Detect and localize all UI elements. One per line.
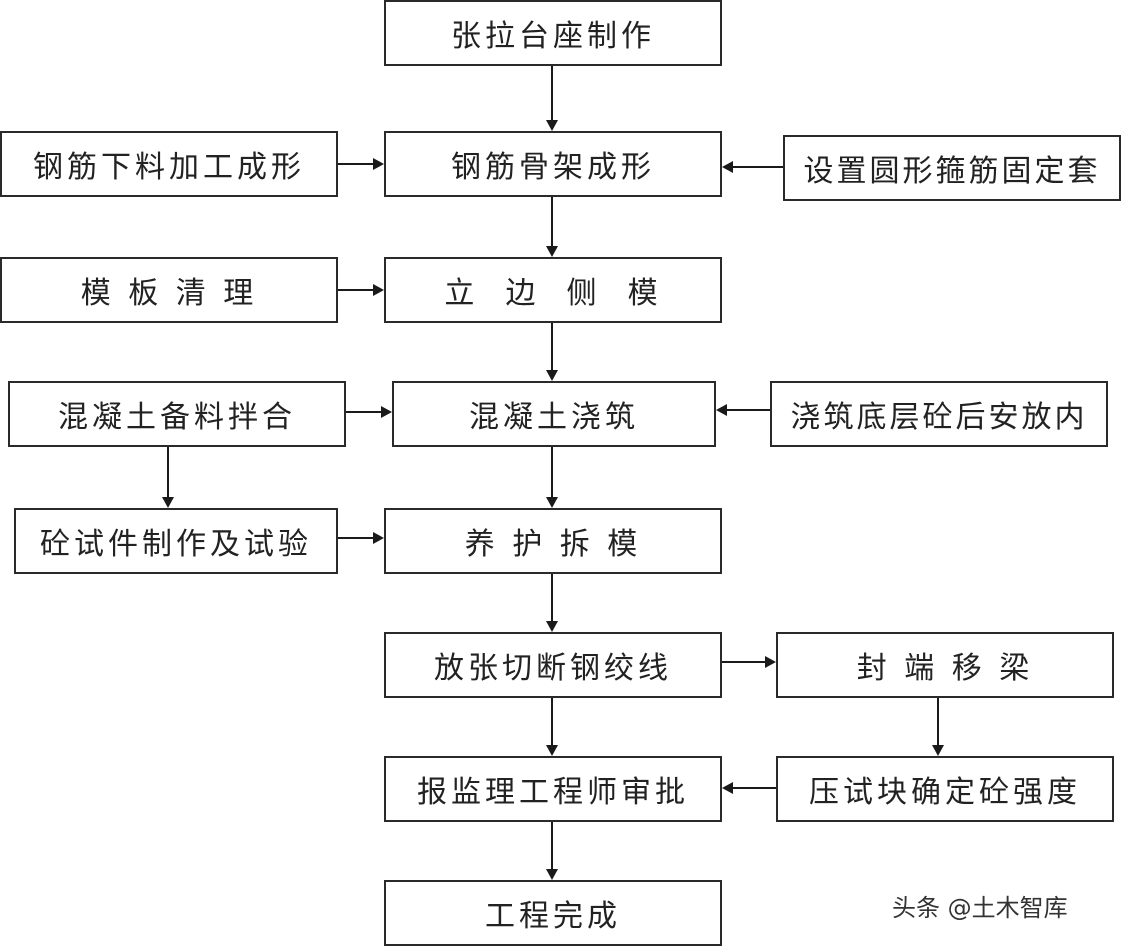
node-seal-move: 封 端 移 梁 [776,632,1114,698]
arrow-hoop-to-cage [722,161,783,173]
arrow-sideform-to-pour [546,323,558,381]
node-strength-test: 压试块确定砼强度 [776,756,1114,822]
arrow-mix-to-specimen [162,447,174,508]
node-concrete-mix: 混凝土备料拌合 [8,381,346,447]
arrow-seal-to-strength [932,698,944,756]
arrow-strength-to-supervisor [722,782,776,794]
watermark-text: 头条 @土木智库 [892,894,1068,922]
arrow-cut-to-cage [338,158,384,170]
arrow-bed-to-cage [546,66,558,131]
node-cure-strip: 养 护 拆 模 [384,508,722,574]
node-rebar-cage: 钢筋骨架成形 [384,131,722,197]
arrow-mix-to-pour [346,406,392,418]
node-concrete-pour: 混凝土浇筑 [392,381,716,447]
node-release-cut: 放张切断钢绞线 [384,632,722,698]
node-pour-inner: 浇筑底层砼后安放内 [770,381,1108,447]
node-supervisor-approval: 报监理工程师审批 [384,756,722,822]
node-project-complete: 工程完成 [384,880,722,946]
arrow-specimen-to-cure [338,532,384,544]
arrow-release-to-supervisor [546,698,558,756]
arrow-supervisor-to-complete [546,822,558,880]
arrow-clean-to-sideform [338,284,384,296]
arrow-cage-to-sideform [546,197,558,257]
arrow-pour-to-cure [546,447,558,508]
arrow-cure-to-release [546,574,558,632]
node-side-form: 立 边 侧 模 [384,257,722,323]
node-formwork-clean: 模 板 清 理 [0,257,338,323]
node-tension-bed: 张拉台座制作 [384,0,722,66]
node-test-specimen: 砼试件制作及试验 [14,508,338,574]
node-hoop-sleeve: 设置圆形箍筋固定套 [783,135,1121,201]
arrow-inner-to-pour [716,404,770,416]
arrow-release-to-seal [722,656,776,668]
node-rebar-cut: 钢筋下料加工成形 [0,131,338,197]
